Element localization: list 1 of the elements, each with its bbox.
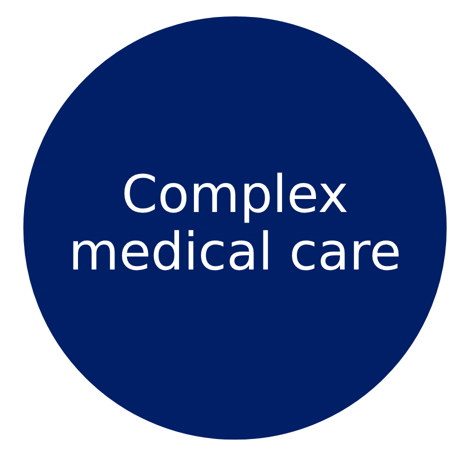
node-circle: Complex medical care: [21, 14, 449, 442]
